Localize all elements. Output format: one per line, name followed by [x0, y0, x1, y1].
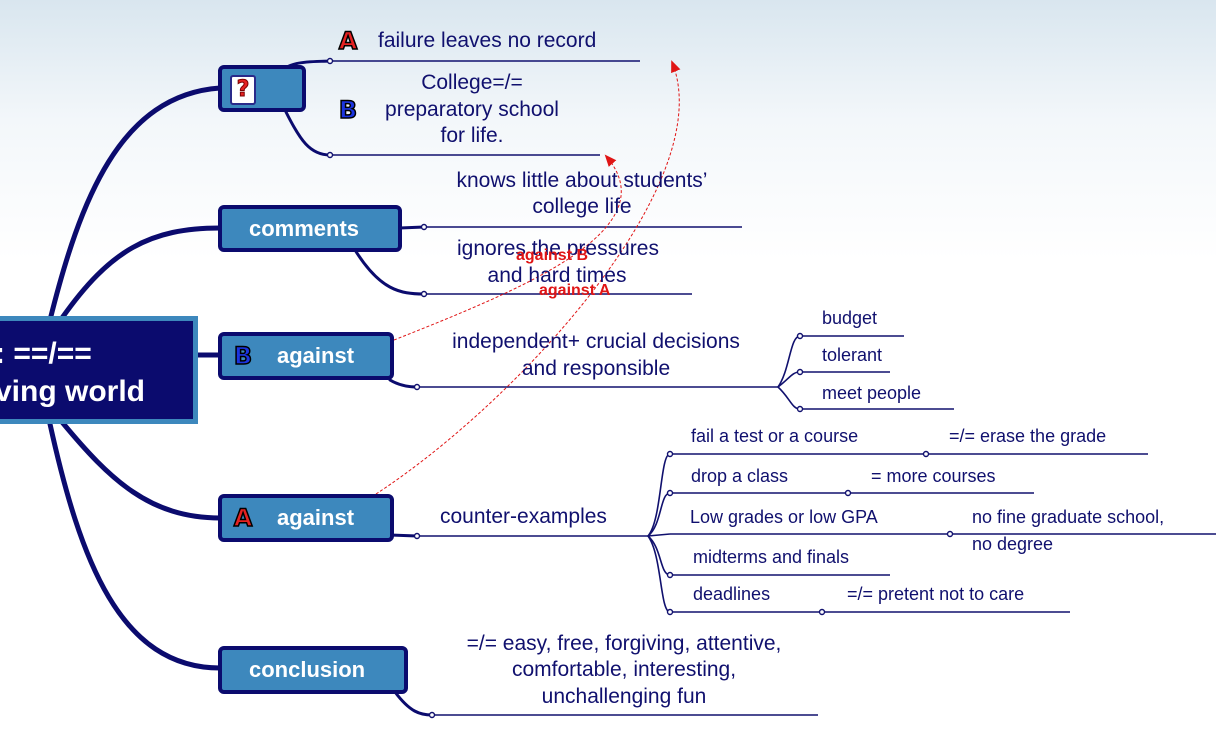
central-topic-line-1: : ==/==	[0, 337, 92, 370]
college-text-line-1: College=/=	[421, 71, 523, 94]
conclusion-child-line-1: =/= easy, free, forgiving, attentive,	[466, 632, 782, 655]
connector-q-b	[284, 110, 332, 157]
college-text-line-3: for life.	[440, 124, 504, 147]
central-topic[interactable]: : ==/== ving world	[0, 316, 198, 424]
against-b-sub-budget: budget	[822, 308, 878, 328]
branch-against-a	[59, 419, 223, 521]
sub-fail-a-test: fail a test or a course	[691, 426, 859, 446]
against-b-child-line-2: and responsible	[521, 357, 671, 380]
against-b-child-line-1: independent+ crucial decisions	[452, 330, 740, 353]
sub-midterms-and-finals: midterms and finals	[693, 547, 850, 567]
sub-low-grades: Low grades or low GPA	[690, 507, 878, 527]
comments-node[interactable]: comments	[218, 205, 402, 252]
comments-child-2-line-2: and hard times	[487, 264, 627, 287]
link-against-b	[393, 154, 622, 341]
against-b-label: against	[277, 343, 355, 368]
failure-leaves-no-record: failure leaves no record	[378, 29, 597, 52]
connector-comments-1	[398, 225, 426, 230]
connector-comments-2	[353, 248, 426, 296]
conclusion-child-line-3: unchallenging fun	[541, 685, 707, 708]
central-topic-line-2: ving world	[0, 375, 145, 408]
conclusion-label: conclusion	[249, 657, 366, 682]
sub-no-degree: no degree	[972, 534, 1054, 554]
comments-child-2-line-1: ignores the pressures	[457, 237, 659, 260]
link-label-against-a: against A	[539, 282, 611, 299]
question-mark-icon: ?	[230, 75, 256, 105]
comments-child-1-line-1: knows little about students’	[456, 169, 708, 192]
against-b-sub-meet-people: meet people	[822, 383, 922, 403]
connector-conclusion	[393, 690, 434, 717]
conclusion-node[interactable]: conclusion	[218, 646, 408, 694]
sub-drop-a-class: drop a class	[691, 466, 789, 486]
sub-more-courses: = more courses	[871, 466, 996, 486]
b-marker-icon: B	[338, 96, 358, 124]
sub-deadlines: deadlines	[693, 584, 771, 604]
counter-examples: counter-examples	[440, 505, 607, 528]
college-text-line-2: preparatory school	[385, 98, 559, 121]
sub-pretent-not-to-care: =/= pretent not to care	[847, 584, 1025, 604]
comments-label: comments	[249, 215, 360, 241]
branch-comments	[59, 225, 223, 321]
conclusion-child-line-2: comfortable, interesting,	[511, 658, 737, 681]
against-a-label: against	[277, 505, 355, 530]
sub-no-fine-graduate-school: no fine graduate school,	[972, 507, 1165, 527]
against-b-node[interactable]: B against	[218, 332, 394, 380]
branch-conclusion	[47, 421, 223, 671]
connector-against-b	[388, 378, 419, 389]
sub-erase-the-grade: =/= erase the grade	[949, 426, 1107, 446]
link-label-against-b: against B	[516, 247, 589, 264]
against-b-sub-tolerant: tolerant	[822, 345, 883, 365]
against-a-node[interactable]: A against	[218, 494, 394, 542]
branch-question	[47, 85, 223, 323]
a-marker-icon: A	[338, 27, 358, 55]
comments-child-1-line-2: college life	[532, 195, 632, 218]
connector-against-a	[388, 533, 419, 538]
question-node[interactable]: ?	[218, 65, 306, 112]
a-marker-icon: A	[233, 504, 253, 532]
b-marker-icon: B	[233, 342, 253, 370]
